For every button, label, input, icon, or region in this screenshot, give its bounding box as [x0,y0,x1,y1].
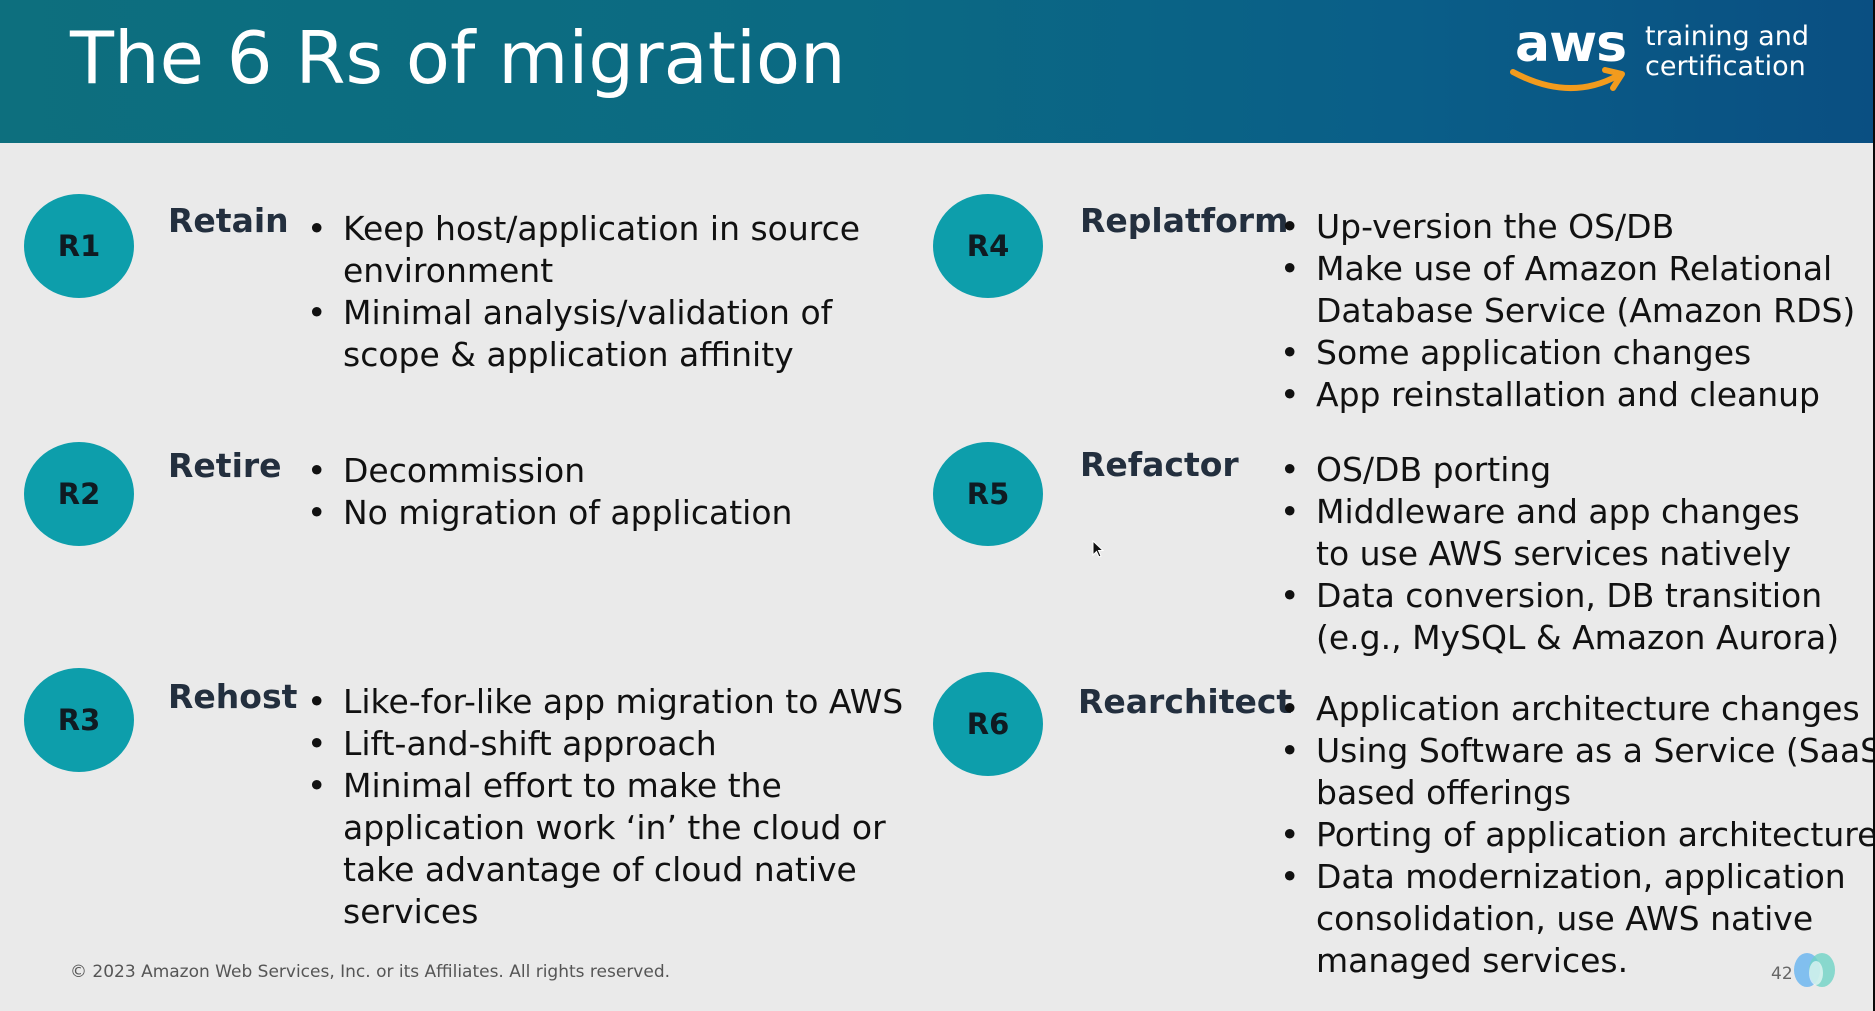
aws-wordmark: aws [1515,14,1627,74]
list-item: Up-version the OS/DB [1280,206,1855,248]
r4-badge: R4 [933,194,1043,298]
r5-bullets: OS/DB porting Middleware and app changes… [1280,449,1839,659]
list-item: Using Software as a Service (SaaS)based … [1280,730,1873,814]
aws-tagline: training and certification [1645,22,1809,82]
r1-name: Retain [168,201,289,240]
list-item: No migration of application [307,492,792,534]
screen-edge [1873,0,1875,1011]
r2-bullets: Decommission No migration of application [307,450,792,534]
r6-name: Rearchitect [1078,682,1293,721]
list-item: Lift-and-shift approach [307,723,903,765]
aws-logo: aws training and certification [1505,14,1835,100]
slide-header: The 6 Rs of migration aws training and c… [0,0,1873,143]
r6-badge: R6 [933,672,1043,776]
r3-name: Rehost [168,677,298,716]
app-watermark-icon [1794,953,1835,987]
aws-smile-icon [1510,67,1625,92]
list-item: Data conversion, DB transition(e.g., MyS… [1280,575,1839,659]
list-item: OS/DB porting [1280,449,1839,491]
list-item: Decommission [307,450,792,492]
list-item: Keep host/application in sourceenvironme… [307,208,860,292]
r2-name: Retire [168,446,282,485]
r6-bullets: Application architecture changes Using S… [1280,688,1873,982]
r4-bullets: Up-version the OS/DB Make use of Amazon … [1280,206,1855,416]
r5-name: Refactor [1080,445,1239,484]
aws-tagline-line1: training and [1645,21,1809,52]
r4-name: Replatform [1080,201,1289,240]
r5-badge: R5 [933,442,1043,546]
r3-badge: R3 [24,668,134,772]
list-item: Application architecture changes [1280,688,1873,730]
r3-bullets: Like-for-like app migration to AWS Lift-… [307,681,903,933]
slide-title: The 6 Rs of migration [70,16,846,100]
list-item: Like-for-like app migration to AWS [307,681,903,723]
list-item: Porting of application architecture [1280,814,1873,856]
list-item: App reinstallation and cleanup [1280,374,1855,416]
list-item: Some application changes [1280,332,1855,374]
r1-badge: R1 [24,194,134,298]
copyright-footer: © 2023 Amazon Web Services, Inc. or its … [70,962,671,982]
mouse-cursor-icon [1092,540,1105,558]
r1-bullets: Keep host/application in sourceenvironme… [307,208,860,376]
page-number: 42 [1771,964,1793,984]
aws-tagline-line2: certification [1645,51,1806,82]
list-item: Data modernization, applicationconsolida… [1280,856,1873,982]
r2-badge: R2 [24,442,134,546]
